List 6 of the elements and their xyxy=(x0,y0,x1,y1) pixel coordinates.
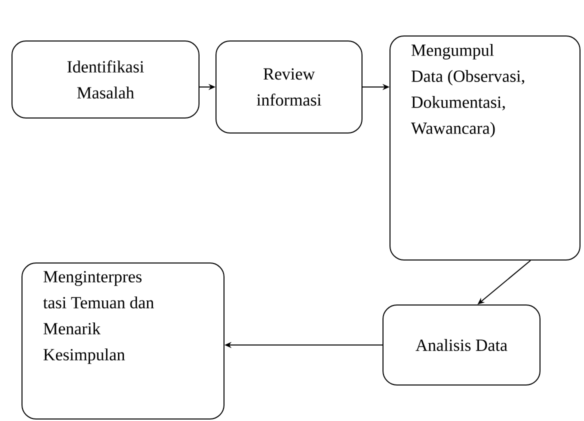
arrow xyxy=(478,260,531,304)
process-box: Identifikasi Masalah xyxy=(12,40,200,118)
process-box: Menginterpres tasi Temuan dan Menarik Kesimpulan xyxy=(22,262,224,420)
process-box: Review informasi xyxy=(216,40,362,134)
process-box: Mengumpul Data (Observasi, Dokumentasi, Wawancara) xyxy=(390,36,580,260)
process-box: Analisis Data xyxy=(382,304,540,386)
